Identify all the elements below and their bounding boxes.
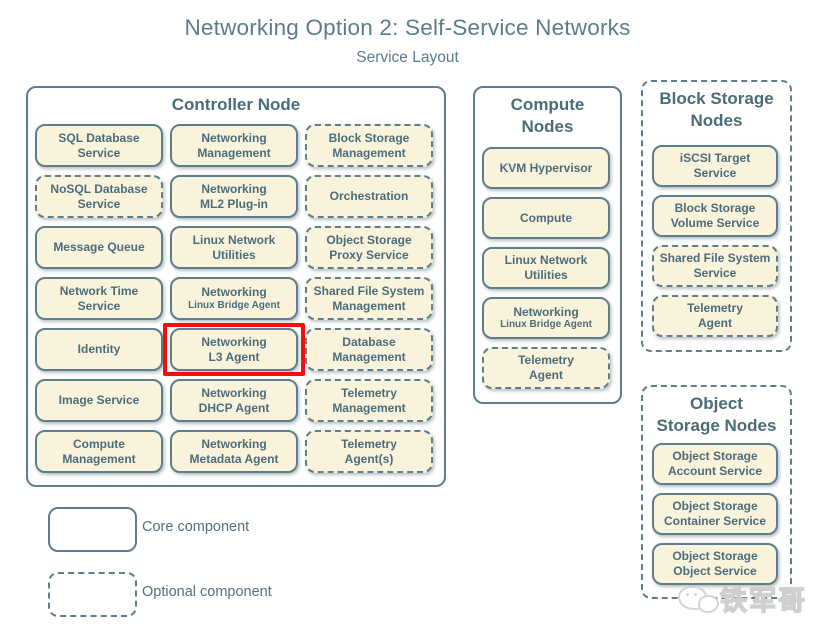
component-block-storage-volume-service: Block Storage Volume Service [652,195,778,237]
component-message-queue: Message Queue [35,226,163,269]
page-subtitle: Service Layout [356,49,459,66]
component-network-time-service: Network Time Service [35,277,163,320]
component-networking-ml2-plugin: Networking ML2 Plug-in [170,175,298,218]
block-storage-nodes-title: Block Storage Nodes [659,89,774,131]
controller-node-panel: Controller Node SQL Database Service Net… [26,86,446,487]
component-object-storage-proxy-service: Object Storage Proxy Service [305,226,433,269]
component-networking-management: Networking Management [170,124,298,167]
legend-optional-component-label: Optional component [142,584,272,600]
component-telemetry-agent-compute: Telemetry Agent [482,347,610,389]
block-storage-nodes-panel: Block Storage Nodes iSCSI Target Service… [641,80,792,352]
wechat-icon [676,582,719,616]
component-shared-file-system-management: Shared File System Management [305,277,433,320]
watermark: 铁军哥 [676,579,807,618]
compute-nodes-panel: Compute Nodes KVM Hypervisor Compute Lin… [473,86,622,404]
component-object-storage-container-service: Object Storage Container Service [652,493,778,535]
component-compute-management: Compute Management [35,430,163,473]
component-identity: Identity [35,328,163,371]
component-compute: Compute [482,197,610,239]
controller-node-title: Controller Node [171,95,301,114]
legend-optional-component-swatch [48,572,137,617]
component-orchestration: Orchestration [305,175,433,218]
compute-components-stack: KVM Hypervisor Compute Linux Network Uti… [482,147,610,389]
watermark-text: 铁军哥 [719,585,807,616]
component-image-service: Image Service [35,379,163,422]
page-title: Networking Option 2: Self-Service Networ… [184,15,631,40]
legend-core-component-label: Core component [142,519,250,535]
component-telemetry-agents: Telemetry Agent(s) [305,430,433,473]
object-storage-components-stack: Object Storage Account Service Object St… [652,443,778,585]
component-database-management: Database Management [305,328,433,371]
component-sql-database-service: SQL Database Service [35,124,163,167]
component-iscsi-target-service: iSCSI Target Service [652,145,778,187]
compute-nodes-title: Compute Nodes [510,95,585,137]
component-shared-file-system-service: Shared File System Service [652,245,778,287]
component-telemetry-management: Telemetry Management [305,379,433,422]
component-linux-network-utilities: Linux Network Utilities [170,226,298,269]
component-nosql-database-service: NoSQL Database Service [35,175,163,218]
legend-core-component-swatch [48,507,137,552]
component-networking-metadata-agent: Networking Metadata Agent [170,430,298,473]
component-networking-dhcp-agent: Networking DHCP Agent [170,379,298,422]
controller-components-grid: SQL Database Service Networking Manageme… [35,124,433,473]
block-storage-components-stack: iSCSI Target Service Block Storage Volum… [652,145,778,337]
component-networking-l3-agent-highlighted: Networking L3 Agent [163,323,305,376]
component-telemetry-agent-blockstorage: Telemetry Agent [652,295,778,337]
object-storage-nodes-panel: Object Storage Nodes Object Storage Acco… [641,385,792,599]
component-object-storage-account-service: Object Storage Account Service [652,443,778,485]
component-kvm-hypervisor: KVM Hypervisor [482,147,610,189]
component-linux-network-utilities-compute: Linux Network Utilities [482,247,610,289]
object-storage-nodes-title: Object Storage Nodes [656,394,777,436]
component-block-storage-management: Block Storage Management [305,124,433,167]
component-object-storage-object-service: Object Storage Object Service [652,543,778,585]
